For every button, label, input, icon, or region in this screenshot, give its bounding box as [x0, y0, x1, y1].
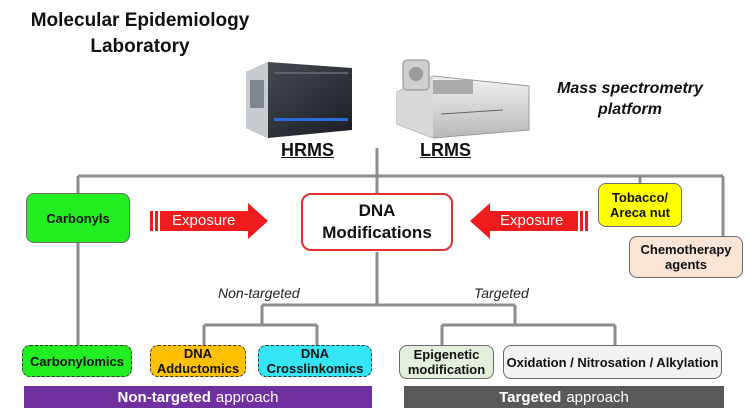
- dna-modifications-line2: Modifications: [322, 223, 432, 242]
- platform-label: Mass spectrometry platform: [540, 78, 720, 120]
- carbonyls-label: Carbonyls: [46, 210, 110, 226]
- targeted-footer-bold: Targeted: [499, 388, 562, 406]
- lab-title-line1: Molecular Epidemiology: [30, 10, 250, 31]
- platform-label-line1: Mass spectrometry: [557, 80, 703, 97]
- platform-label-line2: platform: [598, 101, 662, 118]
- hrms-label: HRMS: [281, 140, 334, 160]
- dna-adductomics-box: DNA Adductomics: [150, 345, 246, 377]
- non-targeted-footer-bold: Non-targeted: [117, 388, 211, 406]
- exposure-label-left: Exposure: [172, 212, 236, 229]
- non-targeted-footer-rest: approach: [215, 388, 279, 406]
- epigenetic-line1: Epigenetic: [413, 347, 480, 362]
- tobacco-line1: Tobacco/: [611, 190, 669, 205]
- carbonyls-box: Carbonyls: [26, 193, 130, 243]
- chemotherapy-line1: Chemotherapy: [640, 242, 732, 257]
- dna-crosslinkomics-line1: DNA: [300, 346, 330, 361]
- non-targeted-approach-footer: Non-targeted approach: [24, 386, 372, 408]
- dna-modifications-box: DNA Modifications: [301, 193, 453, 251]
- chemotherapy-line2: agents: [665, 257, 707, 272]
- chemotherapy-box: Chemotherapy agents: [629, 236, 743, 278]
- epigenetic-line2: modification: [407, 362, 486, 377]
- dna-adductomics-line1: DNA: [183, 346, 213, 361]
- exposure-label-right: Exposure: [500, 212, 564, 229]
- targeted-footer-rest: approach: [566, 388, 629, 406]
- lab-title-line2: Laboratory: [90, 36, 190, 57]
- carbonylomics-label: Carbonylomics: [30, 353, 124, 369]
- dna-crosslinkomics-line2: Crosslinkomics: [266, 361, 364, 376]
- carbonylomics-box: Carbonylomics: [22, 345, 132, 377]
- exposure-arrow-right: [470, 203, 588, 239]
- tobacco-areca-box: Tobacco/ Areca nut: [598, 183, 682, 227]
- targeted-approach-footer: Targeted approach: [404, 386, 724, 408]
- dna-crosslinkomics-box: DNA Crosslinkomics: [258, 345, 372, 377]
- non-targeted-branch-label: Non-targeted: [218, 285, 300, 301]
- dna-modifications-line1: DNA: [358, 201, 396, 220]
- lrms-instrument-image: [396, 59, 530, 139]
- lab-title: Molecular Epidemiology Laboratory: [10, 8, 270, 60]
- tobacco-line2: Areca nut: [610, 205, 670, 220]
- exposure-arrow-left: [150, 203, 268, 239]
- dna-adductomics-line2: Adductomics: [156, 361, 240, 376]
- oxidation-nitrosation-alkylation-box: Oxidation / Nitrosation / Alkylation: [503, 345, 722, 379]
- lrms-label: LRMS: [420, 140, 471, 160]
- hrms-instrument-image: [246, 62, 352, 138]
- oxidation-label: Oxidation / Nitrosation / Alkylation: [506, 354, 719, 370]
- targeted-branch-label: Targeted: [474, 285, 529, 301]
- epigenetic-modification-box: Epigenetic modification: [399, 345, 494, 379]
